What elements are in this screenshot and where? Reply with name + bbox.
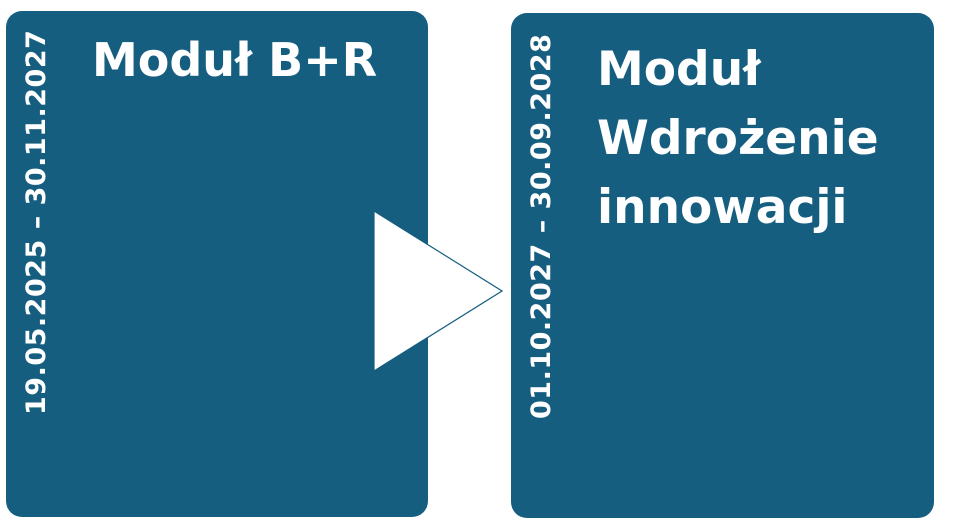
module-card-implementation: 01.10.2027 – 30.09.2028 Moduł Wdrożenie … xyxy=(511,13,934,518)
module-br-title: Moduł B+R xyxy=(92,31,377,89)
module-implementation-date-range: 01.10.2027 – 30.09.2028 xyxy=(526,33,557,419)
module-implementation-title-line-2: Wdrożenie xyxy=(597,111,879,166)
module-br-title-line: Moduł B+R xyxy=(92,33,378,87)
module-card-br: 19.05.2025 – 30.11.2027 Moduł B+R xyxy=(6,11,428,517)
module-br-date-range: 19.05.2025 – 30.11.2027 xyxy=(21,29,52,415)
module-implementation-title-line-3: innowacji xyxy=(597,180,848,235)
play-triangle-arrow-icon xyxy=(373,210,503,372)
arrow-triangle xyxy=(373,210,503,372)
module-implementation-title-line-1: Moduł xyxy=(597,42,761,97)
module-implementation-title: Moduł Wdrożenie innowacji xyxy=(597,35,879,242)
